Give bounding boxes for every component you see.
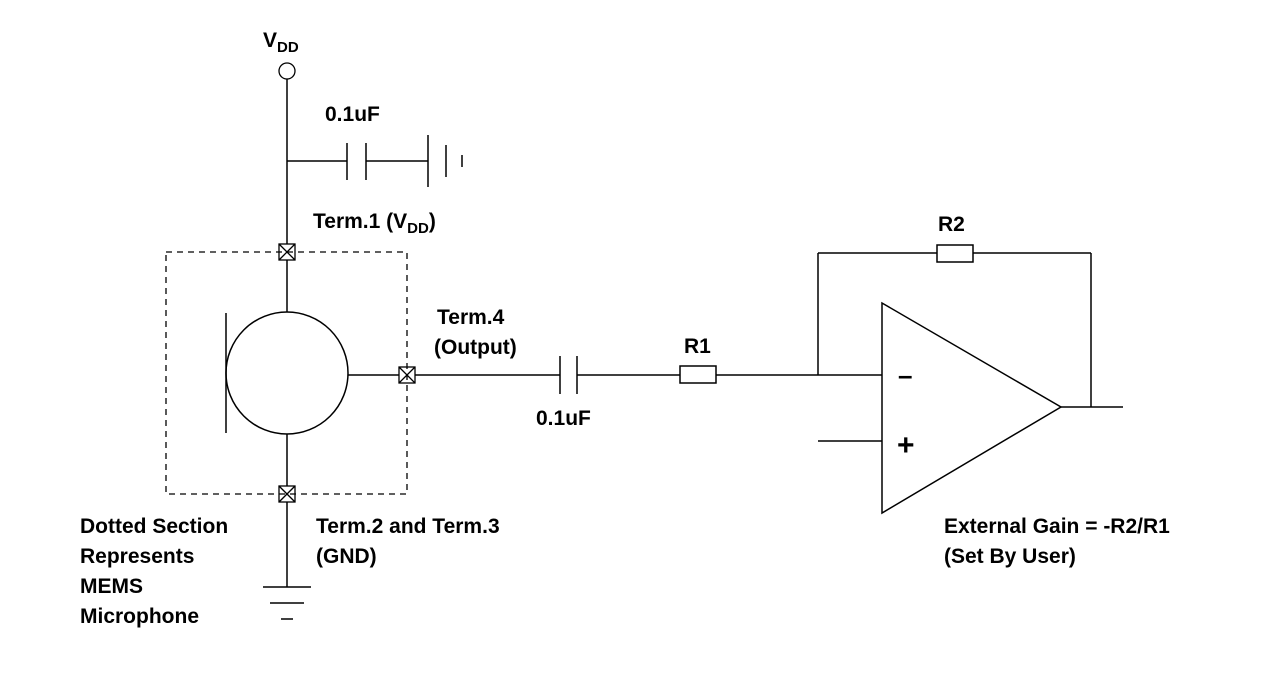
supply-cap-label: 0.1uF	[325, 103, 380, 126]
mems-note-line3: MEMS	[80, 575, 143, 598]
microphone-icon	[225, 311, 349, 435]
mems-note-line4: Microphone	[80, 605, 199, 628]
r2-label: R2	[938, 213, 965, 236]
opamp-triangle	[881, 301, 1063, 515]
resistor-r1	[679, 365, 717, 384]
coupling-cap-label: 0.1uF	[536, 407, 591, 430]
term23-label-line1: Term.2 and Term.3	[316, 515, 500, 538]
term4-terminal-marker	[398, 366, 416, 384]
term23-label-line2: (GND)	[316, 545, 377, 568]
mems-note-line1: Dotted Section	[80, 515, 228, 538]
mems-note-line2: Represents	[80, 545, 194, 568]
opamp-noninverting-input-sign: +	[897, 429, 915, 462]
r1-label: R1	[684, 335, 711, 358]
gain-label-line1: External Gain = -R2/R1	[944, 515, 1170, 538]
opamp-inverting-input-sign: –	[898, 360, 912, 390]
vdd-node	[278, 62, 296, 80]
term1-label: Term.1 (VDD)	[313, 210, 436, 237]
term4-label-line1: Term.4	[437, 306, 505, 329]
vdd-label: VDD	[263, 29, 299, 56]
resistor-r2	[936, 244, 974, 263]
gain-label-line2: (Set By User)	[944, 545, 1076, 568]
term4-label-line2: (Output)	[434, 336, 517, 359]
